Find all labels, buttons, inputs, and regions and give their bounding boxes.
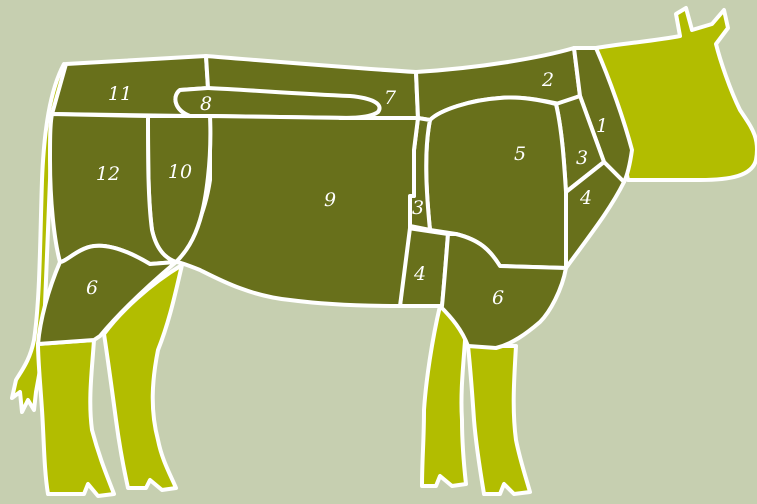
label-12: 12 — [96, 163, 120, 185]
label-2: 2 — [541, 69, 554, 91]
label-3-lower: 3 — [412, 197, 424, 219]
cut-9 — [176, 116, 418, 306]
label-3-upper: 3 — [576, 147, 588, 169]
leg-front-right — [468, 346, 530, 494]
label-6-front: 6 — [492, 287, 504, 309]
label-10: 10 — [168, 161, 192, 183]
leg-rear-left — [38, 340, 114, 496]
label-4-upper: 4 — [579, 187, 592, 209]
label-11: 11 — [108, 83, 132, 105]
label-9: 9 — [324, 189, 336, 211]
label-4-lower: 4 — [413, 263, 426, 285]
label-7: 7 — [384, 87, 397, 109]
label-6-rear: 6 — [86, 277, 98, 299]
label-1: 1 — [596, 115, 608, 137]
label-5: 5 — [514, 143, 526, 165]
label-8: 8 — [200, 93, 212, 115]
